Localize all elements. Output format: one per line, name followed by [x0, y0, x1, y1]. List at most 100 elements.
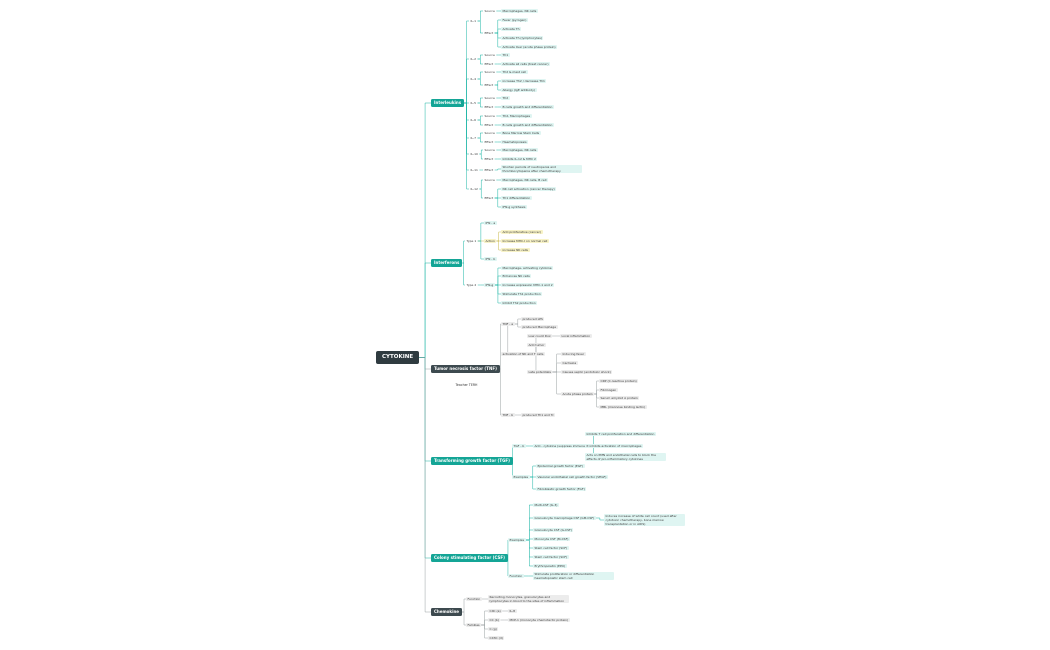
- leaf-node: Families: [466, 623, 482, 627]
- leaf-node: IL-10: [470, 152, 478, 156]
- leaf-node: produced Macrophage: [521, 325, 558, 329]
- leaf-node: Late potentials: [527, 370, 553, 374]
- connector: [477, 119, 483, 126]
- connector: [477, 102, 483, 108]
- leaf-node: IL-5: [470, 101, 477, 105]
- leaf-node: Allergy (IgE antibody): [501, 88, 537, 92]
- leaf-node: Function: [466, 597, 482, 601]
- leaf-node: Multi-CSF (IL-3): [533, 503, 559, 507]
- connector: [479, 188, 483, 199]
- leaf-node: B cells growth and differentiation: [501, 123, 554, 127]
- leaf-node: IL-1: [470, 19, 477, 23]
- leaf-node: Granulocyte macrophage CSF (GM-CSF): [533, 516, 596, 520]
- connector: [494, 32, 501, 48]
- connector: [499, 368, 501, 416]
- leaf-node: Effect: [484, 157, 494, 161]
- leaf-node: Effect: [484, 168, 494, 172]
- leaf-node: IL-12: [470, 187, 478, 191]
- connector: [419, 262, 431, 358]
- leaf-node: IL-8: [508, 609, 517, 613]
- leaf-node: Effect: [484, 123, 494, 127]
- branch-node: Tumor necrosis factor (TNF): [431, 365, 500, 373]
- branch-node: Chemokine: [431, 608, 463, 616]
- leaf-node: Macrophages, NK cells: [501, 9, 538, 13]
- leaf-node: CXC (a): [488, 609, 503, 613]
- leaf-node: Acts on PMN and endothelial cells to blo…: [585, 453, 666, 461]
- leaf-node: Effect: [484, 140, 494, 144]
- leaf-node: IL-7: [470, 136, 477, 140]
- leaf-node: Local inflammation: [560, 334, 592, 338]
- connector: [481, 619, 488, 626]
- leaf-node: CC (b): [488, 618, 501, 622]
- leaf-node: Action: [484, 239, 497, 243]
- leaf-node: IL-2: [470, 57, 477, 61]
- leaf-node: Effect: [484, 196, 494, 200]
- connector: [552, 371, 561, 395]
- leaf-node: Type 1: [466, 239, 477, 243]
- connector: [477, 137, 483, 143]
- leaf-node: MBL (mannose binding lectin): [599, 405, 647, 409]
- connector: [481, 624, 488, 639]
- leaf-node: NK cell activation (cancer therapy): [501, 187, 557, 191]
- leaf-node: Vascular endothelial cell growth factor …: [536, 475, 608, 479]
- leaf-node: Th2, Macrophages: [501, 114, 532, 118]
- leaf-node: Causes septic (endotoxic shock): [561, 370, 613, 374]
- leaf-node: Serum amyloid A protein: [599, 396, 640, 400]
- connector: [494, 84, 501, 91]
- leaf-node: CX3C (d): [488, 636, 505, 640]
- leaf-node: increase NK cells: [501, 248, 530, 252]
- leaf-node: Activate Th: [501, 27, 521, 31]
- root-node: CYTOKINE: [376, 351, 420, 364]
- leaf-node: Increase expression MHC-1 and 2: [501, 283, 555, 287]
- connector: [419, 357, 431, 613]
- leaf-node: Fibrinogen: [599, 388, 618, 392]
- leaf-node: Stimulate proliferation or differentiati…: [533, 572, 614, 580]
- leaf-node: Th1: [501, 53, 510, 57]
- branch-node: Transforming growth factor (TGF): [431, 457, 513, 465]
- connector: [462, 611, 466, 626]
- leaf-node: IL-6: [470, 118, 477, 122]
- leaf-node: Enhances NK cells: [501, 274, 532, 278]
- leaf-node: Examples: [508, 538, 526, 542]
- connector: [462, 262, 465, 286]
- leaf-node: Fibroblastic growth factor (FGF): [536, 487, 587, 491]
- leaf-node: Recruiting monocytes, granulocytes and l…: [488, 595, 569, 603]
- connector: [477, 20, 483, 34]
- connector: [496, 240, 501, 251]
- connector: [494, 168, 501, 171]
- leaf-node: Th1 differentiation: [501, 196, 532, 200]
- leaf-node: Epidermal growth factor (EGF): [536, 464, 585, 468]
- leaf-node: Effect: [484, 105, 494, 109]
- leaf-node: Stem cell factor (SCF): [533, 555, 569, 559]
- leaf-node: B cells growth and differentiation: [501, 105, 554, 109]
- leaf-node: IFN - a: [484, 221, 497, 225]
- leaf-node: Erythropoietin (EPO): [533, 564, 567, 568]
- leaf-node: MCP-1 (monocyte chemotactic protein): [508, 618, 570, 622]
- connector: [525, 529, 533, 541]
- leaf-node: Macrophage- activating cytokine: [501, 266, 554, 270]
- leaf-node: Induces increase of white cell count (us…: [604, 514, 685, 526]
- leaf-node: Source: [484, 178, 495, 182]
- leaf-node: Inhibits IL-12 & MHC 2: [501, 157, 538, 161]
- leaf-node: IL-4: [470, 77, 477, 81]
- leaf-node: Effect: [484, 62, 494, 66]
- leaf-node: Source: [484, 96, 495, 100]
- connector: [594, 393, 599, 408]
- leaf-node: Low count Dox: [527, 334, 553, 338]
- leaf-node: Bone Marrow Stem Cells: [501, 131, 541, 135]
- leaf-node: Anti tumor: [527, 343, 546, 347]
- connector: [479, 153, 483, 160]
- leaf-node: Type 2: [466, 283, 477, 287]
- tnf-note: Teacher TERH: [455, 383, 478, 387]
- leaf-node: Inducing fever: [561, 352, 586, 356]
- leaf-node: Fever (pyrogen): [501, 18, 528, 22]
- connector: [494, 197, 501, 208]
- leaf-node: TGF - b: [512, 444, 526, 448]
- leaf-node: Monocyte CSF (M-CSF): [533, 537, 570, 541]
- connector: [477, 222, 484, 242]
- leaf-node: Function: [508, 574, 524, 578]
- leaf-node: Source: [484, 70, 495, 74]
- leaf-node: It inhibits activation of macrophages: [585, 444, 643, 448]
